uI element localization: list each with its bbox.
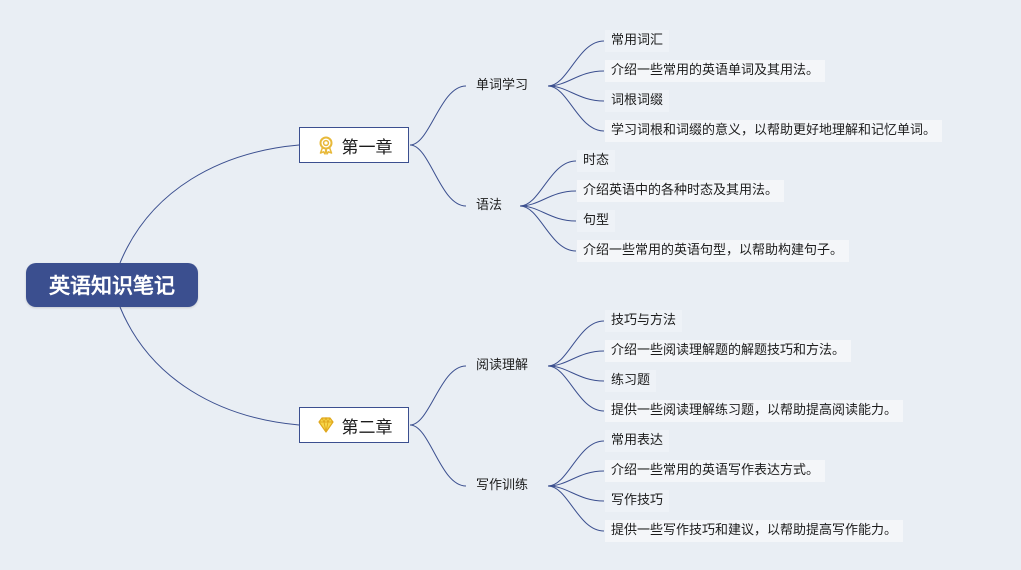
leaf-node[interactable]: 练习题 (605, 370, 657, 392)
root-node[interactable]: 英语知识笔记 (26, 263, 198, 307)
chapter-title-2: 第二章 (341, 417, 393, 438)
leaf-node[interactable]: 技巧与方法 (605, 310, 683, 332)
leaf-node[interactable]: 提供一些阅读理解练习题，以帮助提高阅读能力。 (605, 400, 904, 422)
leaf-node[interactable]: 介绍一些阅读理解题的解题技巧和方法。 (605, 340, 852, 362)
connector-root-chapter2 (119, 306, 300, 426)
leaf-node[interactable]: 写作技巧 (605, 490, 670, 512)
leaf-node[interactable]: 介绍一些常用的英语写作表达方式。 (605, 460, 826, 482)
leaf-node[interactable]: 提供一些写作技巧和建议，以帮助提高写作能力。 (605, 520, 904, 542)
section-node[interactable]: 写作训练 (476, 478, 529, 493)
connector-chapter1-section1 (409, 85, 467, 146)
chapter-title-1: 第一章 (341, 137, 393, 158)
leaf-node[interactable]: 词根词缀 (605, 90, 670, 112)
leaf-node[interactable]: 介绍英语中的各种时态及其用法。 (577, 180, 785, 202)
section-node[interactable]: 单词学习 (476, 78, 529, 93)
chapter-node-2[interactable]: 第二章 (299, 407, 409, 443)
leaf-node[interactable]: 常用词汇 (605, 30, 670, 52)
diamond-icon (316, 415, 336, 435)
leaf-node[interactable]: 句型 (577, 210, 616, 232)
root-title: 英语知识笔记 (49, 274, 175, 298)
connector-chapter2-section2 (409, 424, 467, 487)
leaf-node[interactable]: 介绍一些常用的英语单词及其用法。 (605, 60, 826, 82)
leaf-node[interactable]: 常用表达 (605, 430, 670, 452)
award-ribbon-icon (316, 135, 336, 155)
chapter-node-1[interactable]: 第一章 (299, 127, 409, 163)
leaf-node[interactable]: 学习词根和词缀的意义，以帮助更好地理解和记忆单词。 (605, 120, 943, 142)
connector-chapter2-section1 (409, 365, 467, 426)
leaf-node[interactable]: 介绍一些常用的英语句型，以帮助构建句子。 (577, 240, 850, 262)
section-node[interactable]: 语法 (476, 198, 503, 213)
connector-chapter1-section2 (409, 144, 467, 207)
leaf-node[interactable]: 时态 (577, 150, 616, 172)
connector-root-chapter1 (119, 144, 300, 264)
section-node[interactable]: 阅读理解 (476, 358, 529, 373)
